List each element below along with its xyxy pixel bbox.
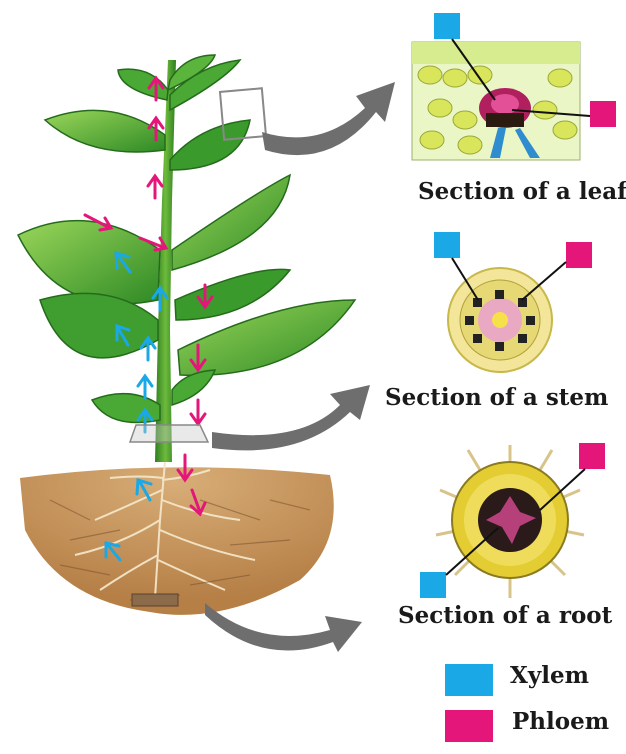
root-section-caption: Section of a root [398, 602, 612, 629]
stem-section-illustration [448, 268, 552, 372]
leaf-section-illustration [412, 42, 580, 160]
xylem-legend-swatch [445, 664, 493, 696]
root-selection-box [132, 594, 178, 606]
stem-selection-box [130, 425, 208, 442]
root-section-illustration [436, 445, 584, 598]
soil [20, 467, 334, 615]
root-xylem-tag [420, 572, 446, 598]
leaf-xylem-tag [434, 13, 460, 39]
stem-section-caption: Section of a stem [385, 384, 608, 411]
phloem-legend-label: Phloem [512, 708, 609, 735]
leaf-phloem-tag [590, 101, 616, 127]
stem-xylem-tag [434, 232, 460, 258]
phloem-legend-swatch [445, 710, 493, 742]
stem-phloem-tag [566, 242, 592, 268]
xylem-legend-label: Xylem [510, 662, 589, 689]
leaf-section-caption: Section of a leaf [418, 178, 626, 205]
plant-leaves [18, 55, 355, 423]
root-phloem-tag [579, 443, 605, 469]
